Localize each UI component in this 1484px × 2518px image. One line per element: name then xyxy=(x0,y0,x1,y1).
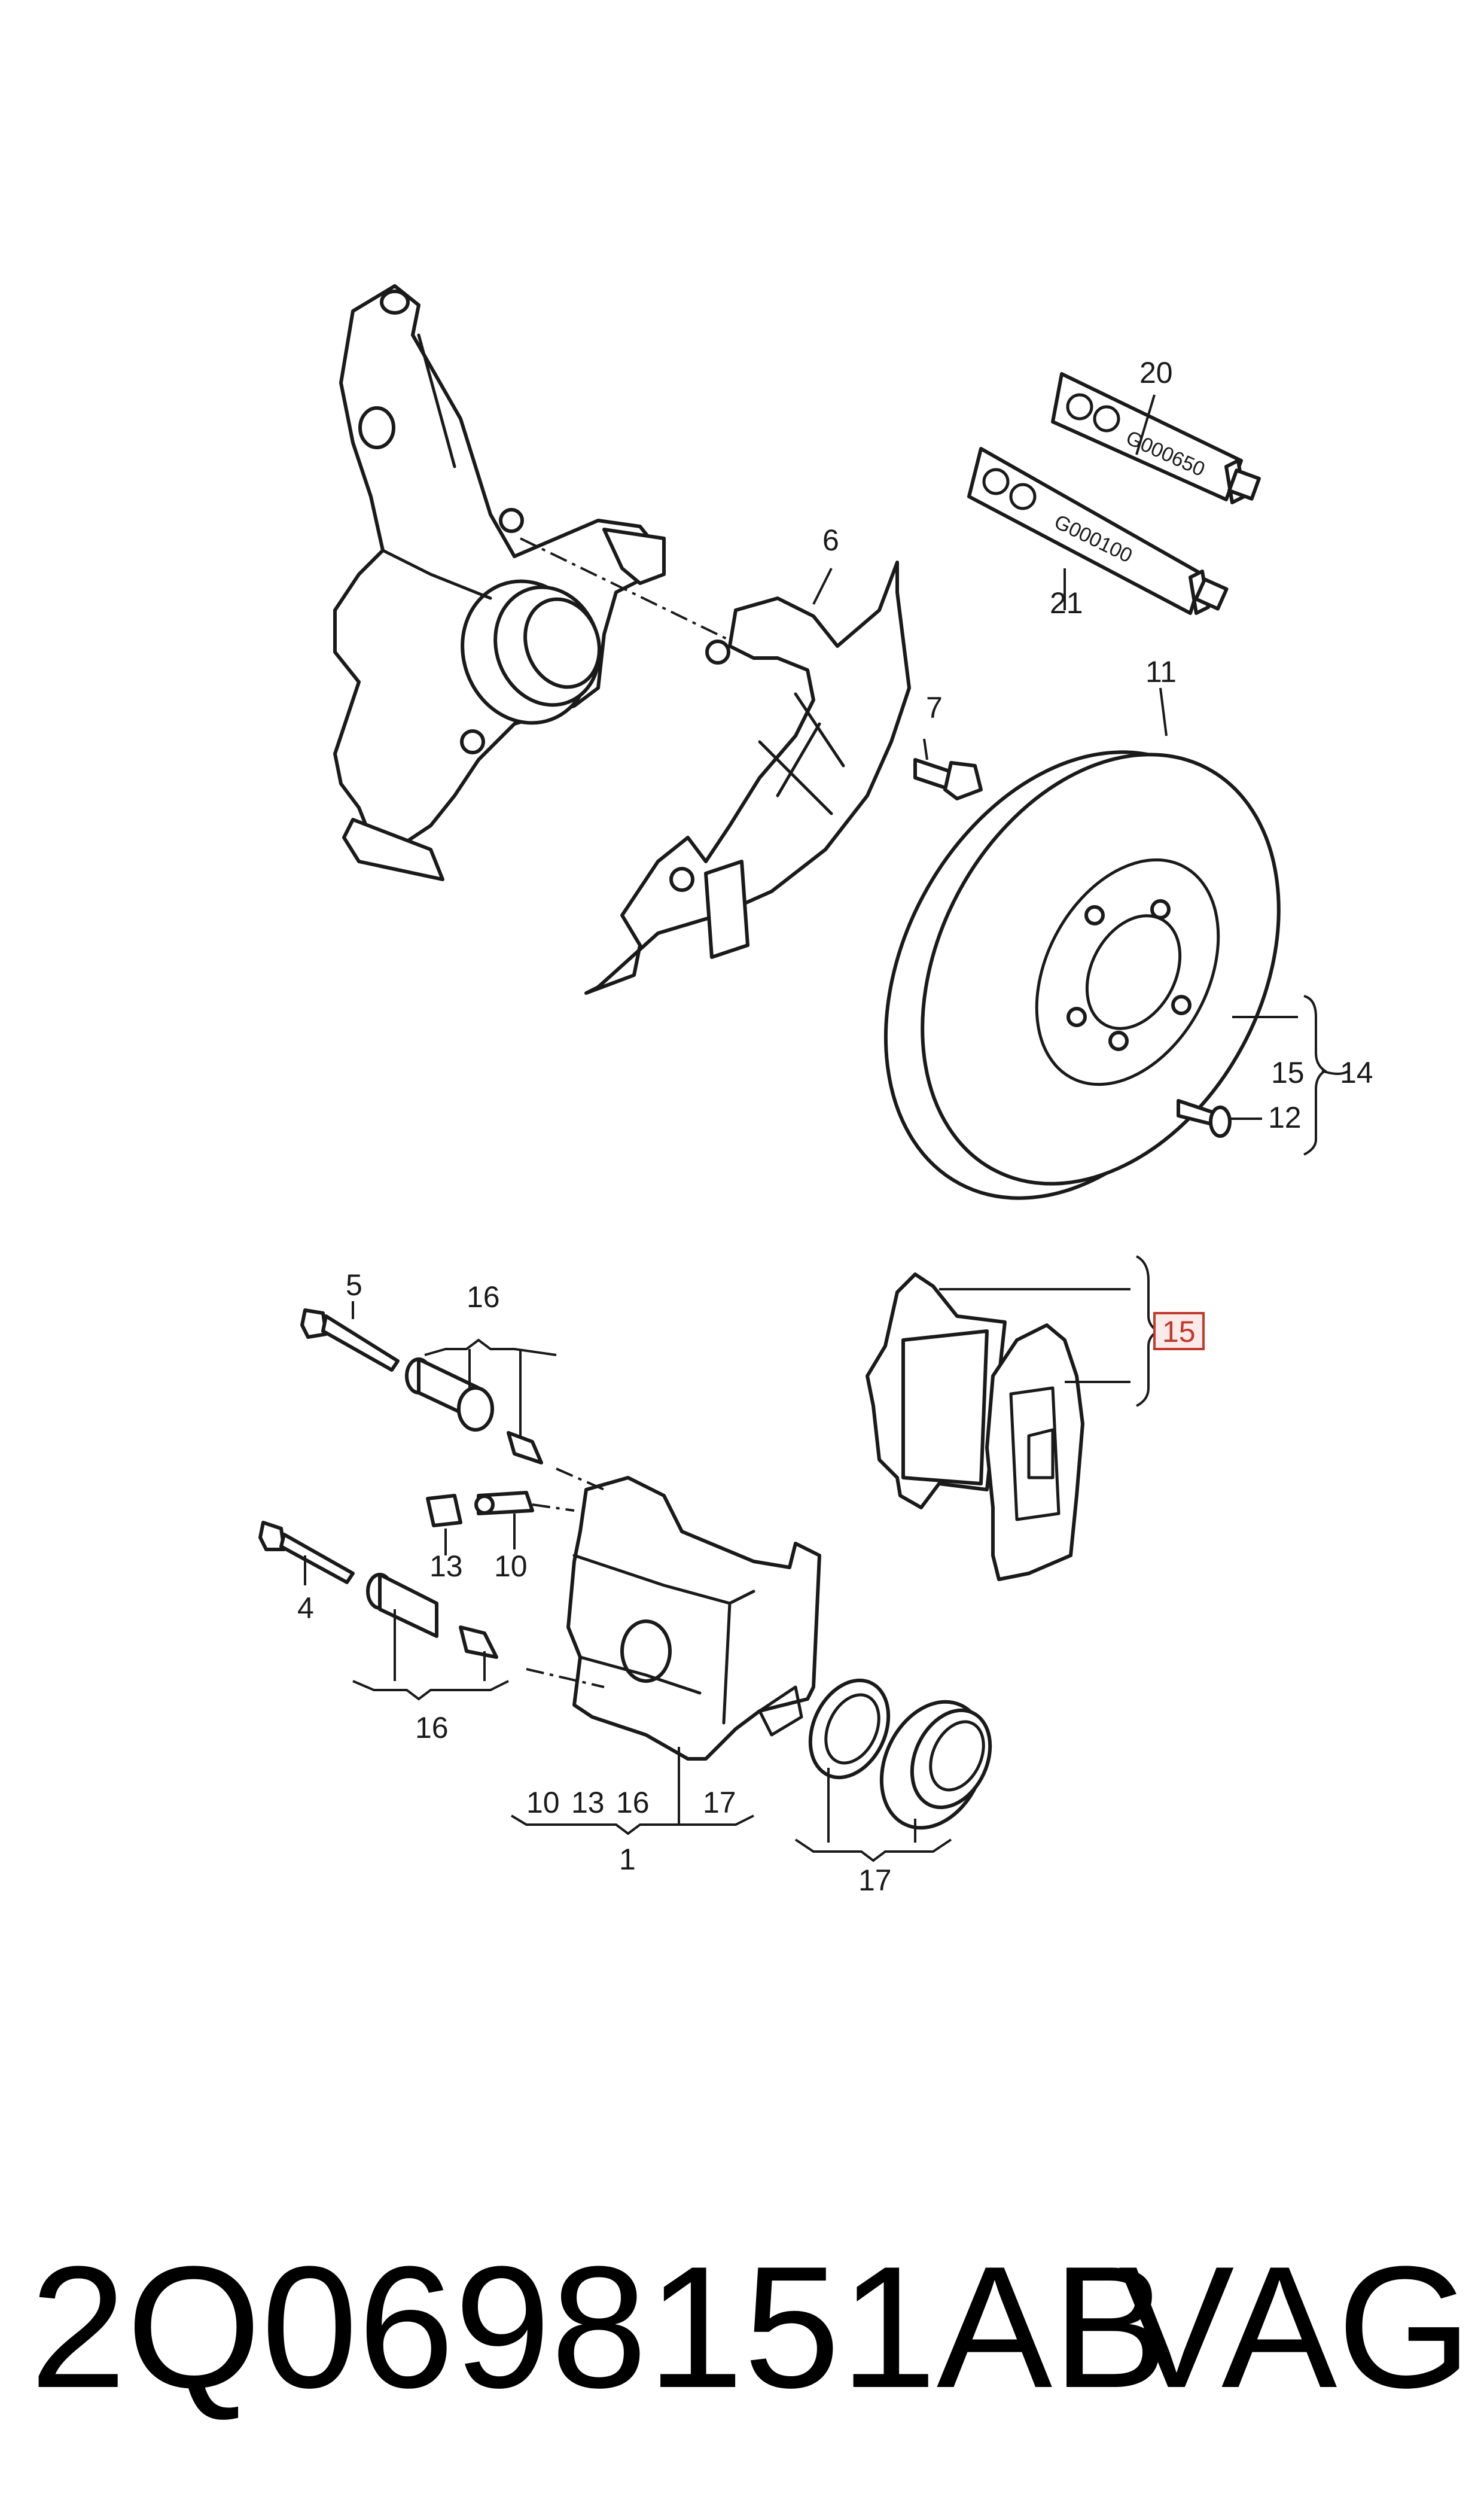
assembly-line xyxy=(532,1503,575,1512)
assembly-line xyxy=(556,1467,605,1491)
splash-shield xyxy=(584,561,911,995)
footer: 2Q0698151AB VAG xyxy=(0,2225,1484,2429)
guide-bolt-5 xyxy=(300,1308,400,1372)
assembly-line xyxy=(526,1668,605,1688)
callout-21: 21 xyxy=(1050,586,1083,620)
callout-12: 12 xyxy=(1268,1101,1302,1134)
guide-sleeve-top xyxy=(405,1357,543,1464)
callout-14: 14 xyxy=(1340,1056,1373,1089)
callout-1: 1 xyxy=(619,1843,636,1876)
brake-pads xyxy=(866,1272,1084,1581)
callout-17-caliper: 17 xyxy=(703,1786,736,1819)
callout-11: 11 xyxy=(1145,655,1177,689)
guide-sleeve-bottom xyxy=(366,1573,498,1659)
callout-10: 10 xyxy=(494,1549,528,1583)
callout-4: 4 xyxy=(297,1591,314,1625)
axle-centerline xyxy=(520,537,742,647)
steering-knuckle xyxy=(333,284,666,881)
shield-bolt xyxy=(913,758,983,800)
brand: VAG xyxy=(1119,2230,1472,2424)
grease-tube-20: G000650 xyxy=(1051,372,1261,504)
callout-15-pads: 15 xyxy=(1162,1315,1196,1348)
brake-caliper xyxy=(566,1476,821,1761)
callout-13: 13 xyxy=(429,1549,463,1583)
callout-7: 7 xyxy=(926,691,943,724)
callout-20: 20 xyxy=(1139,356,1173,389)
callout-6: 6 xyxy=(822,523,839,557)
guide-bolt-4 xyxy=(258,1521,355,1584)
brake-disc xyxy=(883,750,1281,1200)
dust-boot xyxy=(879,1700,992,1830)
group-label-13: 13 xyxy=(571,1786,605,1819)
callout-16-top: 16 xyxy=(467,1280,500,1314)
callout-16-bottom: 16 xyxy=(415,1711,449,1744)
grease-tube-21: G000100 xyxy=(967,447,1229,615)
callout-17-seals: 17 xyxy=(858,1864,892,1897)
bleed-cap-13 xyxy=(426,1494,462,1527)
highlight-box-15 xyxy=(1153,1312,1205,1350)
callout-5: 5 xyxy=(346,1268,362,1302)
bleed-screw-10 xyxy=(474,1491,534,1515)
group-label-10: 10 xyxy=(526,1786,560,1819)
part-number: 2Q0698151AB xyxy=(30,2230,1168,2424)
disc-screw xyxy=(1177,1099,1232,1138)
callout-15-disc: 15 xyxy=(1271,1056,1305,1089)
group-label-16: 16 xyxy=(616,1786,650,1819)
